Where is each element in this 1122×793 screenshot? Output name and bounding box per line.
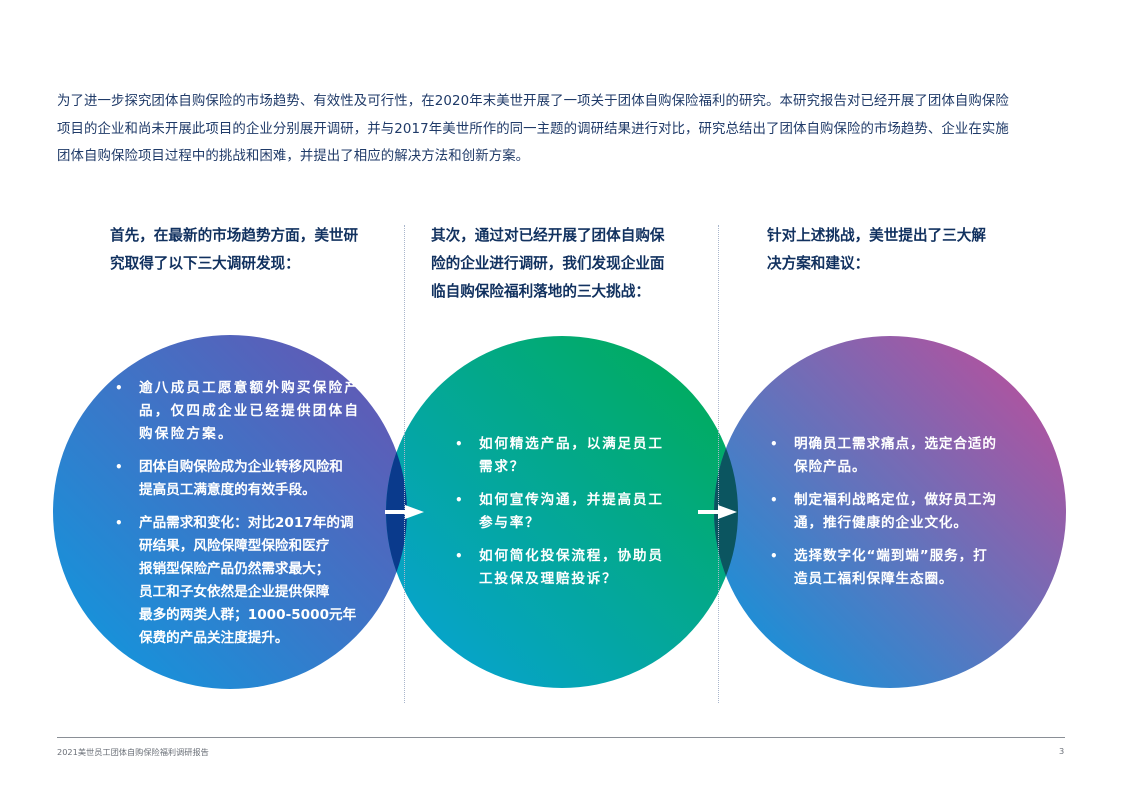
page-number: 3 <box>1059 746 1065 756</box>
heading-line: 决方案和建议： <box>767 255 870 272</box>
solutions-list: 明确员工需求痛点，选定合适的 保险产品。 制定福利战略定位，做好员工沟 通，推行… <box>767 433 997 601</box>
footer-report-title: 2021美世员工团体自购保险福利调研报告 <box>57 747 209 757</box>
intro-line: 项目的企业和尚未开展此项目的企业分别展开调研，并与2017年美世所作的同一主题的… <box>57 121 1009 137</box>
bullet-line: 造员工福利保障生态圈。 <box>794 571 954 587</box>
heading-line: 究取得了以下三大调研发现： <box>110 255 300 272</box>
bullet-line: 提高员工满意度的有效手段。 <box>139 482 316 498</box>
findings-list: 逾八成员工愿意额外购买保险产 品，仅四成企业已经提供团体自 购保险方案。 团体自… <box>112 377 360 660</box>
intro-line: 团体自购保险项目过程中的挑战和困难，并提出了相应的解决方法和创新方案。 <box>57 149 530 164</box>
column-divider <box>404 225 405 703</box>
challenges-heading: 其次，通过对已经开展了团体自购保 险的企业进行调研，我们发现企业面 临自购保险福… <box>431 222 711 306</box>
column-divider <box>718 225 719 703</box>
bullet-line: 需求？ <box>479 459 526 475</box>
bullet-line: 购保险方案。 <box>139 426 234 442</box>
bullet-line: 逾八成员工愿意额外购买保险产 <box>139 380 361 396</box>
footer-divider <box>57 737 1065 738</box>
intro-line: 为了进一步探究团体自购保险的市场趋势、有效性及可行性，在2020年末美世开展了一… <box>57 94 1009 109</box>
bullet-line: 如何简化投保流程，协助员 <box>479 548 664 564</box>
list-item: 明确员工需求痛点，选定合适的 保险产品。 <box>767 433 997 479</box>
bullet-line: 明确员工需求痛点，选定合适的 <box>794 436 997 452</box>
bullet-line: 报销型保险产品仍然需求最大； <box>139 561 330 577</box>
list-item: 团体自购保险成为企业转移风险和 提高员工满意度的有效手段。 <box>112 456 360 502</box>
arrow-right-icon <box>698 505 737 519</box>
bullet-line: 研结果，风险保障型保险和医疗 <box>139 538 330 554</box>
list-item: 产品需求和变化：对比2017年的调 研结果，风险保障型保险和医疗 报销型保险产品… <box>112 512 360 650</box>
heading-line: 险的企业进行调研，我们发现企业面 <box>431 255 665 272</box>
heading-line: 其次，通过对已经开展了团体自购保 <box>431 227 665 244</box>
solutions-heading: 针对上述挑战，美世提出了三大解 决方案和建议： <box>767 222 1047 278</box>
heading-line: 首先，在最新的市场趋势方面，美世研 <box>110 227 359 244</box>
bullet-line: 保费的产品关注度提升。 <box>139 630 289 646</box>
bullet-line: 最多的两类人群；1000-5000元年 <box>139 607 357 623</box>
heading-line: 针对上述挑战，美世提出了三大解 <box>767 227 986 244</box>
bullet-line: 选择数字化“端到端”服务，打 <box>794 548 988 564</box>
challenges-list: 如何精选产品，以满足员工 需求？ 如何宣传沟通，并提高员工 参与率？ 如何简化投… <box>452 433 664 601</box>
list-item: 如何精选产品，以满足员工 需求？ <box>452 433 664 479</box>
bullet-line: 参与率？ <box>479 515 541 531</box>
bullet-line: 如何宣传沟通，并提高员工 <box>479 492 664 508</box>
bullet-line: 通，推行健康的企业文化。 <box>794 515 968 531</box>
bullet-line: 工投保及理赔投诉？ <box>479 571 618 587</box>
bullet-line: 制定福利战略定位，做好员工沟 <box>794 492 997 508</box>
bullet-line: 品，仅四成企业已经提供团体自 <box>139 403 361 419</box>
findings-heading: 首先，在最新的市场趋势方面，美世研 究取得了以下三大调研发现： <box>110 222 390 278</box>
bullet-line: 团体自购保险成为企业转移风险和 <box>139 459 343 475</box>
bullet-line: 如何精选产品，以满足员工 <box>479 436 664 452</box>
list-item: 如何简化投保流程，协助员 工投保及理赔投诉？ <box>452 545 664 591</box>
list-item: 选择数字化“端到端”服务，打 造员工福利保障生态圈。 <box>767 545 997 591</box>
bullet-line: 保险产品。 <box>794 459 867 475</box>
arrow-right-icon <box>385 505 424 519</box>
list-item: 如何宣传沟通，并提高员工 参与率？ <box>452 489 664 535</box>
list-item: 逾八成员工愿意额外购买保险产 品，仅四成企业已经提供团体自 购保险方案。 <box>112 377 360 446</box>
intro-paragraph: 为了进一步探究团体自购保险的市场趋势、有效性及可行性，在2020年末美世开展了一… <box>57 88 1067 171</box>
bullet-line: 员工和子女依然是企业提供保障 <box>139 584 330 600</box>
heading-line: 临自购保险福利落地的三大挑战： <box>431 283 650 300</box>
list-item: 制定福利战略定位，做好员工沟 通，推行健康的企业文化。 <box>767 489 997 535</box>
bullet-line: 产品需求和变化：对比2017年的调 <box>139 515 354 531</box>
